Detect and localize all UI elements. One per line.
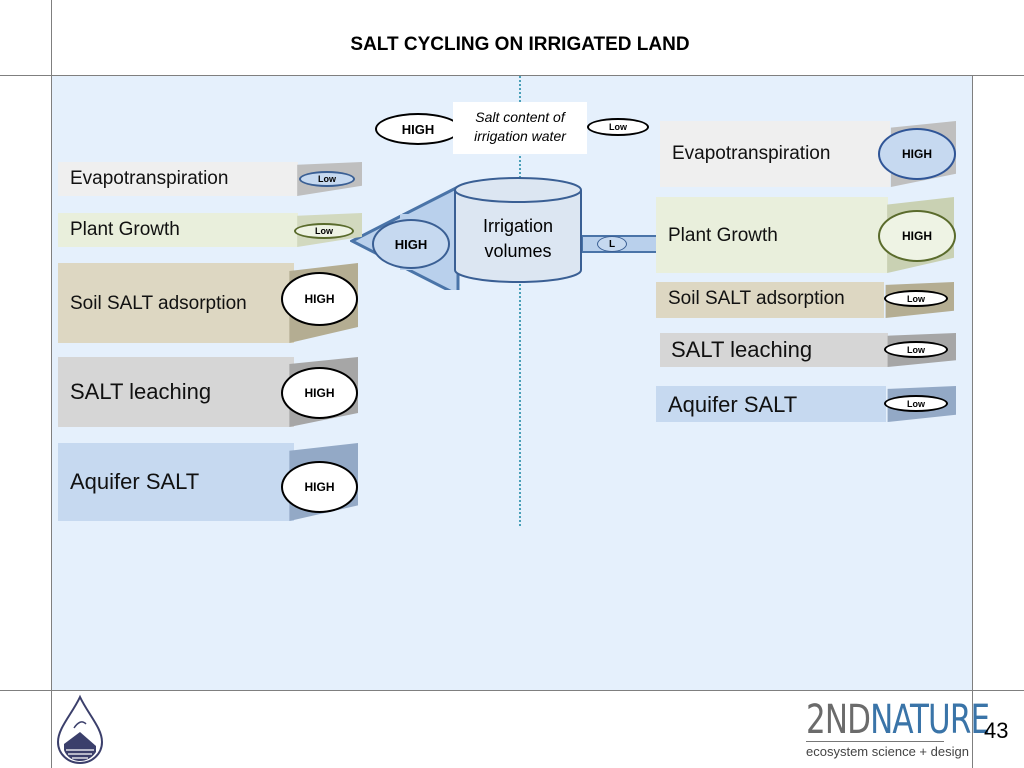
right-plant-growth-bar: Plant Growth xyxy=(656,197,954,273)
brand-tagline: ecosystem science + design xyxy=(806,744,969,759)
left-soil-salt-adsorption-label: Soil SALT adsorption xyxy=(70,293,247,314)
left-evapotranspiration-level: Low xyxy=(299,171,355,187)
right-plant-growth-level: HIGH xyxy=(878,210,956,262)
right-soil-salt-adsorption-label: Soil SALT adsorption xyxy=(668,288,845,309)
right-salt-leaching-level: Low xyxy=(884,341,948,358)
left-aquifer-salt-label: Aquifer SALT xyxy=(70,469,200,494)
right-aquifer-salt-level: Low xyxy=(884,395,948,412)
drop-logo-icon xyxy=(56,694,104,765)
left-aquifer-salt-level: HIGH xyxy=(281,461,358,513)
left-plant-growth-label: Plant Growth xyxy=(70,219,180,240)
left-soil-salt-adsorption-level: HIGH xyxy=(281,272,358,326)
right-salt-leaching-label: SALT leaching xyxy=(671,337,813,362)
right-arrow-low-pill: L xyxy=(597,236,627,252)
left-evapotranspiration-label: Evapotranspiration xyxy=(70,168,229,189)
right-plant-growth-label: Plant Growth xyxy=(668,225,778,246)
salt-content-high-pill: HIGH xyxy=(375,113,461,145)
left-salt-leaching-level: HIGH xyxy=(281,367,358,419)
center-divider xyxy=(519,76,521,526)
frame-bottom-rule xyxy=(0,690,1024,691)
right-salt-leaching-bar: SALT leaching xyxy=(660,333,956,367)
right-aquifer-salt-label: Aquifer SALT xyxy=(668,392,798,417)
left-soil-salt-adsorption-bar: Soil SALT adsorption xyxy=(58,263,358,343)
tank-label-line2: volumes xyxy=(484,241,552,261)
tank-label-line1: Irrigation xyxy=(482,216,554,236)
page-number: 43 xyxy=(984,718,1009,743)
tank-label: Irrigation volumes xyxy=(458,214,578,264)
brand-logo-part1: 2ND xyxy=(806,697,871,743)
slide-title: SALT CYCLING ON IRRIGATED LAND xyxy=(350,34,690,55)
brand-logo-rule xyxy=(806,741,944,742)
left-arrow-high-pill: HIGH xyxy=(372,219,450,269)
salt-content-label: Salt content of irrigation water xyxy=(453,102,587,154)
right-evapotranspiration-label: Evapotranspiration xyxy=(672,143,831,164)
right-soil-salt-adsorption-level: Low xyxy=(884,290,948,307)
left-salt-leaching-label: SALT leaching xyxy=(70,379,212,404)
right-evapotranspiration-level: HIGH xyxy=(878,128,956,180)
right-evapotranspiration-bar: Evapotranspiration xyxy=(660,121,956,187)
salt-content-low-pill: Low xyxy=(587,118,649,136)
frame-top-rule xyxy=(0,75,1024,76)
tank-body xyxy=(454,190,582,283)
frame-left-line xyxy=(51,0,52,768)
brand-logo-part2: NATURE xyxy=(870,697,990,743)
frame-right-line xyxy=(972,76,973,768)
tank-top xyxy=(454,177,582,203)
left-plant-growth-level: Low xyxy=(294,223,354,239)
brand-logo: 2NDNATURE xyxy=(806,697,990,743)
